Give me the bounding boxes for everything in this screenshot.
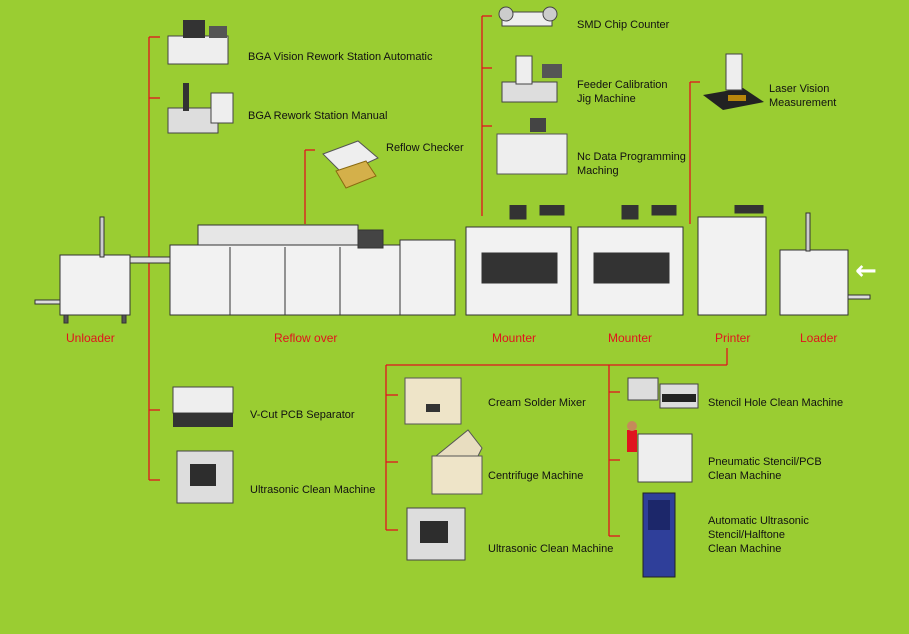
label-stencil-hole: Stencil Hole Clean Machine — [708, 397, 844, 409]
stage-mounter-2: Mounter — [608, 331, 653, 345]
label-reflow-checker: Reflow Checker — [386, 142, 464, 154]
pneumatic-image — [627, 421, 693, 483]
label-auto-ultrasonic: Automatic Ultrasonic Stencil/Halftone Cl… — [708, 515, 809, 555]
label-feeder-jig: Feeder Calibration Jig Machine — [577, 79, 668, 105]
laser-vision-image — [703, 53, 764, 110]
stage-mounter-1: Mounter — [492, 331, 537, 345]
stage-loader: Loader — [800, 331, 838, 345]
nc-data-image — [496, 118, 568, 175]
stage-unloader: Unloader — [66, 331, 115, 345]
reflow-checker-image — [322, 140, 379, 189]
label-cream-mixer: Cream Solder Mixer — [488, 397, 586, 409]
cream-mixer-image — [404, 377, 462, 425]
ultrasonic-image — [176, 450, 234, 504]
label-bga-auto: BGA Vision Rework Station Automatic — [248, 51, 433, 63]
stage-printer: Printer — [715, 331, 751, 345]
auto-ultrasonic-image — [642, 492, 676, 578]
left-arrow-icon: ← — [855, 256, 877, 286]
loader-machine — [779, 249, 849, 316]
label-nc-data: Nc Data Programming Maching — [577, 151, 686, 177]
printer-machine — [697, 216, 767, 316]
stencil-hole-image — [627, 377, 699, 409]
label-centrifuge: Centrifuge Machine — [488, 470, 584, 482]
unloader-machine — [59, 254, 131, 316]
label-laser-vision: Laser Vision Measurement — [769, 83, 837, 109]
label-vcut: V-Cut PCB Separator — [250, 409, 355, 421]
smt-production-line — [34, 205, 871, 324]
label-ultrasonic2: Ultrasonic Clean Machine — [488, 543, 614, 555]
ultrasonic2-image — [406, 507, 466, 561]
smd-counter-image — [498, 6, 558, 27]
feeder-jig-image — [501, 55, 562, 103]
reflow-exit-cabinet — [399, 239, 456, 316]
label-bga-manual: BGA Rework Station Manual — [248, 110, 388, 122]
label-smd-counter: SMD Chip Counter — [577, 19, 670, 31]
label-ultrasonic: Ultrasonic Clean Machine — [250, 484, 376, 496]
bga-auto-image — [167, 20, 229, 65]
stage-reflow: Reflow over — [274, 331, 338, 345]
vcut-image — [172, 386, 234, 427]
centrifuge-image — [431, 429, 483, 495]
label-pneumatic: Pneumatic Stencil/PCB Clean Machine — [708, 456, 822, 482]
bga-manual-image — [167, 83, 234, 134]
